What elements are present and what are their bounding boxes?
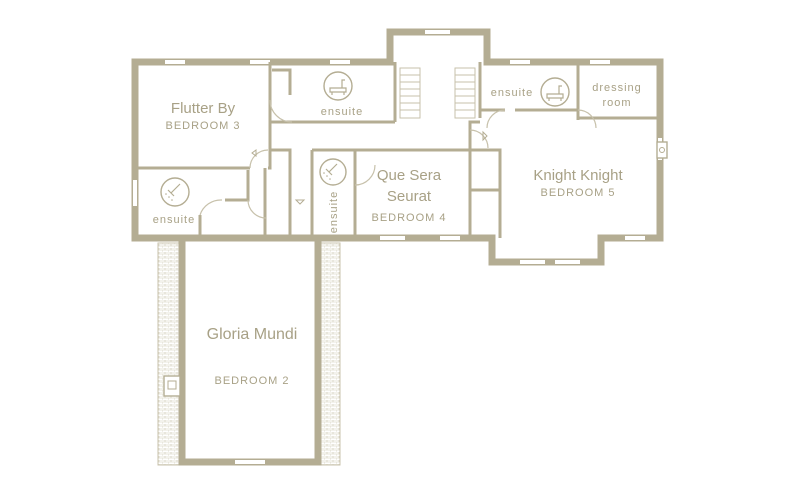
windows [133,30,662,464]
bath-icon [540,77,570,107]
fireplace-icon [163,375,181,397]
bedroom2-name: Gloria Mundi [207,326,298,343]
bedroom4-type: BEDROOM 4 [371,212,446,224]
ensuite-top-label: ensuite [321,106,363,118]
bedroom2-type: BEDROOM 2 [214,375,289,387]
shower-icon [319,158,347,186]
staircase [399,67,476,119]
bedroom3-type: BEDROOM 3 [165,120,240,132]
ensuite-left-label: ensuite [153,214,195,226]
bedroom4-name-line1: Que Sera [377,167,442,184]
dressing-room-line2: room [602,97,631,109]
interior-walls [137,62,660,238]
direction-arrows [251,130,488,205]
outer-walls [131,28,664,466]
ensuite-mid-label: ensuite [328,191,340,233]
bedroom5-type: BEDROOM 5 [540,187,615,199]
bedroom5-name: Knight Knight [533,167,623,184]
ensuite-right-label: ensuite [491,87,533,99]
bedroom3-name: Flutter By [171,100,236,117]
bath-icon [323,71,353,101]
shower-icon [160,177,190,207]
bedroom4-name-line2: Seurat [387,188,432,205]
brick-wall-left [157,242,181,466]
fireplace-icon [656,141,668,159]
dressing-room-line1: dressing [592,82,642,94]
